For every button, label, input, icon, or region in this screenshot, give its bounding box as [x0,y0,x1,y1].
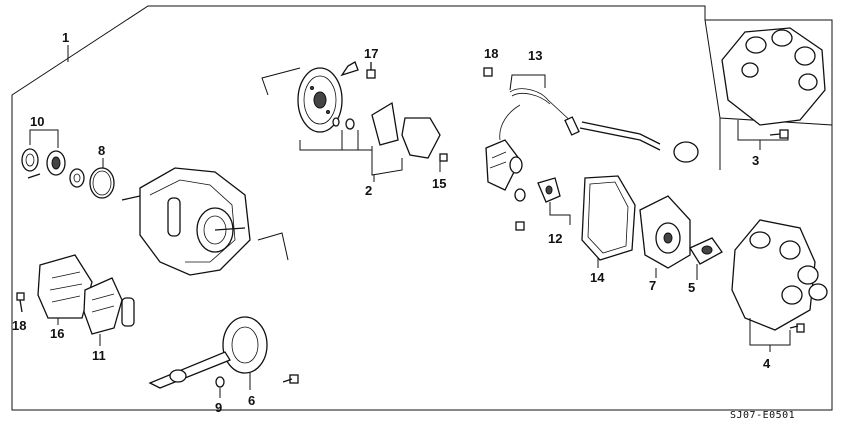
igniter-part-11 [83,277,123,346]
pickup-coil-part-13 [483,67,699,202]
rotor-cover-part-7 [639,195,691,278]
clip-part-9 [215,376,225,388]
callout-5: 5 [688,280,695,295]
screw-part-15 [439,153,448,172]
connector-pad [121,297,135,327]
callout-10: 10 [30,114,44,129]
cap-assembly-part-3 [721,27,826,150]
callout-6: 6 [248,393,255,408]
callout-7: 7 [649,278,656,293]
vacuum-advance-part-6 [148,316,268,390]
distributor-cap-part-4 [731,219,828,352]
drawing-code: SJ07-E0501 [730,410,795,421]
rotor-part-5 [689,237,723,280]
ignition-module-part-16 [37,254,93,325]
o-ring-part-8 [89,167,115,199]
callout-8: 8 [98,143,105,158]
distributor-housing [121,167,289,276]
callout-2: 2 [365,183,372,198]
callout-16: 16 [50,326,64,341]
callout-17: 17 [364,46,378,61]
callout-15: 15 [432,176,446,191]
breaker-plate-part-2 [261,67,441,182]
seal-ring-part-10 [21,129,66,179]
callout-4: 4 [763,356,771,371]
callout-13: 13 [528,48,542,63]
inset-outline [705,19,833,170]
pickup-screw [515,221,525,231]
callout-18-left: 18 [12,318,26,333]
screw-part-17 [340,61,376,79]
vacuum-screw [282,374,299,384]
washer [69,168,85,188]
callout-3: 3 [752,153,759,168]
callout-9: 9 [215,400,222,415]
callout-12: 12 [548,231,562,246]
callout-1: 1 [62,30,69,45]
screw-part-18-left [16,292,25,313]
callout-14: 14 [590,270,605,285]
callout-11: 11 [92,348,106,363]
assembly-outline [11,5,833,411]
callout-18-top: 18 [484,46,498,61]
sensor-part-12 [537,177,571,225]
gasket-part-14 [581,175,636,261]
